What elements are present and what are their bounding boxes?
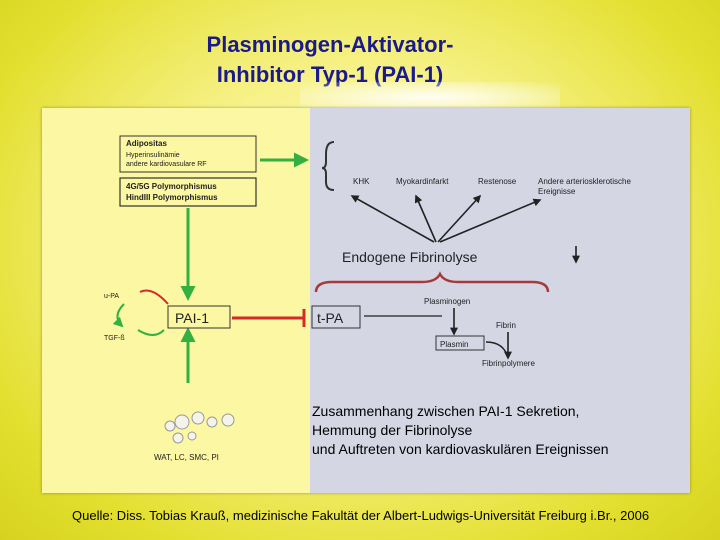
andere-ereignisse-line-2: Ereignisse — [538, 187, 576, 196]
pai1-label: PAI-1 — [175, 310, 209, 326]
fibrinpolymere-label: Fibrinpolymere — [482, 359, 535, 368]
slide-title: Plasminogen-Aktivator- Inhibitor Typ-1 (… — [120, 30, 540, 90]
tgf-feedback-arc-bottom — [137, 329, 165, 336]
pathway-diagram: Adipositas Hyperinsulinämie andere kardi… — [104, 135, 631, 462]
cell-cluster — [164, 411, 235, 444]
upa-label: u-PA — [104, 293, 119, 300]
myokardinfarkt-label: Myokardinfarkt — [396, 177, 449, 186]
plasmin-to-fibrin-curve — [485, 341, 509, 359]
events-brace — [321, 141, 335, 191]
pai1-box: PAI-1 — [167, 305, 231, 329]
kardiovaskulaere-rf-label: andere kardiovasulare RF — [126, 161, 207, 168]
fibrin-label: Fibrin — [496, 321, 516, 330]
adipositas-label: Adipositas — [126, 139, 167, 148]
fibrinolyse-brace — [314, 271, 550, 293]
plasmin-box: Plasmin — [435, 335, 485, 351]
hyperinsulinaemie-label: Hyperinsulinämie — [126, 152, 180, 159]
plasmin-label: Plasmin — [440, 340, 468, 349]
caption-line-1: Zusammenhang zwischen PAI-1 Sekretion, — [312, 403, 580, 419]
tpa-box: t-PA — [311, 305, 361, 329]
risk-factor-box: Adipositas Hyperinsulinämie andere kardi… — [119, 135, 257, 173]
polymorphism-hindiii-label: HindIII Polymorphismus — [126, 193, 218, 202]
tgf-feedback-arc-left — [112, 303, 125, 328]
cells-label: WAT, LC, SMC, PI — [154, 453, 219, 462]
diagram-panel: Adipositas Hyperinsulinämie andere kardi… — [42, 108, 690, 493]
khk-label: KHK — [353, 177, 370, 186]
tgf-label: TGF-ß — [104, 335, 125, 342]
diagram-right-area — [310, 108, 690, 493]
diagram-caption: Zusammenhang zwischen PAI-1 Sekretion, H… — [312, 402, 690, 459]
tpa-label: t-PA — [317, 310, 344, 326]
upa-feedback-arc — [139, 289, 169, 305]
title-glow-decoration — [300, 82, 560, 112]
source-citation: Quelle: Diss. Tobias Krauß, medizinische… — [72, 508, 650, 523]
event-arrows — [350, 194, 542, 243]
andere-ereignisse-line-1: Andere arteriosklerotische — [538, 177, 631, 186]
polymorphism-4g5g-label: 4G/5G Polymorphismus — [126, 182, 217, 191]
restenose-label: Restenose — [478, 177, 517, 186]
polymorphism-box: 4G/5G Polymorphismus HindIII Polymorphis… — [119, 177, 257, 207]
plasminogen-label: Plasminogen — [424, 297, 470, 306]
fibrinolyse-label: Endogene Fibrinolyse — [342, 249, 478, 265]
caption-line-2: Hemmung der Fibrinolyse — [312, 422, 473, 438]
title-line-1: Plasminogen-Aktivator- — [206, 32, 454, 57]
caption-line-3: und Auftreten von kardiovaskulären Ereig… — [312, 441, 609, 457]
